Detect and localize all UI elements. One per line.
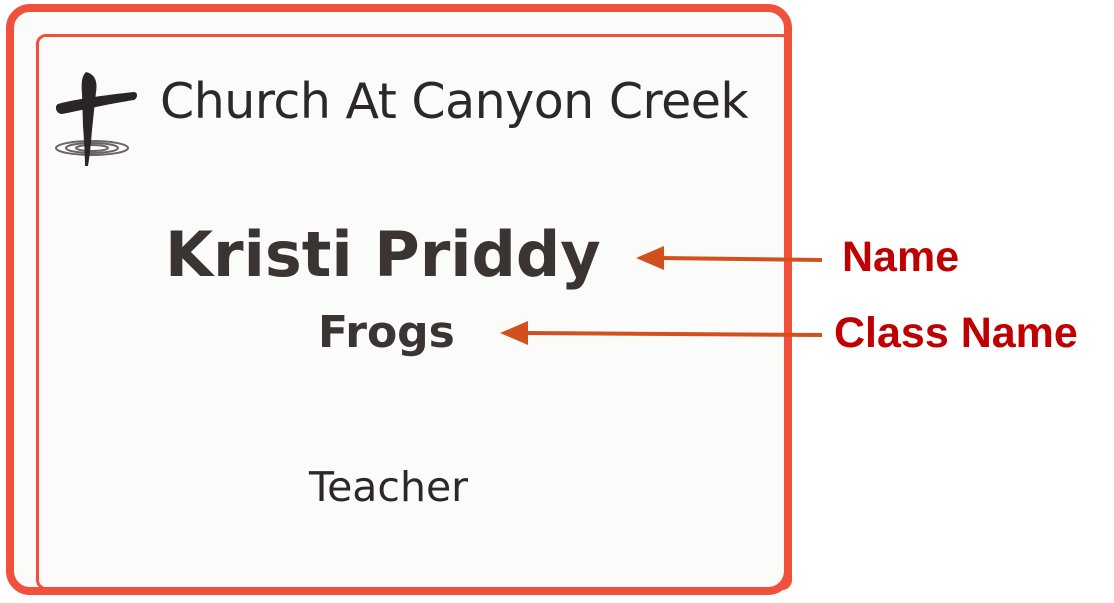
role-label: Teacher [309,463,469,511]
person-name: Kristi Priddy [165,218,601,291]
cross-ripple-logo-icon [55,72,138,166]
name-badge [6,4,792,595]
class-name-arrow [500,321,823,345]
name-callout-label: Name [842,233,960,281]
organization-name: Church At Canyon Creek [160,73,749,130]
class-name: Frogs [318,307,455,358]
name-arrow [636,246,823,270]
badge-inner-border [36,34,792,590]
class-name-callout-label: Class Name [834,309,1078,357]
